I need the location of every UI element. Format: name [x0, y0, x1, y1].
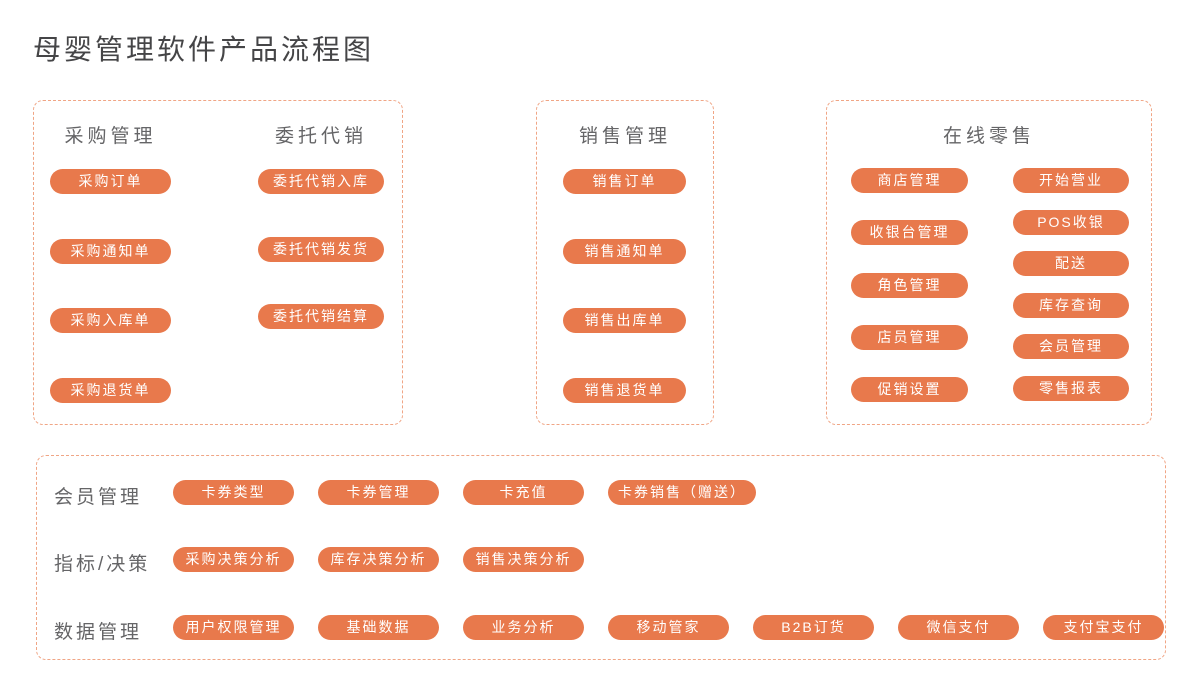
btn-store-management[interactable]: 商店管理: [851, 168, 968, 193]
btn-sales-outbound[interactable]: 销售出库单: [563, 308, 686, 334]
btn-consignment-inbound[interactable]: 委托代销入库: [258, 169, 384, 194]
btn-purchase-inbound[interactable]: 采购入库单: [50, 308, 171, 334]
btn-sales-return[interactable]: 销售退货单: [563, 377, 686, 403]
btn-promotion-settings[interactable]: 促销设置: [851, 377, 968, 402]
btn-wechat-pay[interactable]: 微信支付: [898, 615, 1019, 640]
btn-consignment-shipping[interactable]: 委托代销发货: [258, 236, 384, 262]
btn-consignment-settlement[interactable]: 委托代销结算: [258, 304, 384, 329]
panel-bottom: 会员管理 卡券类型 卡券管理 卡充值 卡券销售（赠送） 指标/决策 采购决策分析…: [36, 455, 1166, 660]
label-member-management: 会员管理: [54, 487, 143, 508]
btn-purchase-order[interactable]: 采购订单: [50, 169, 171, 194]
row-indicator-decision: 采购决策分析 库存决策分析 销售决策分析: [173, 547, 584, 572]
label-indicator-decision: 指标/决策: [54, 554, 151, 575]
btn-card-recharge[interactable]: 卡充值: [463, 480, 584, 505]
btn-business-analysis[interactable]: 业务分析: [463, 615, 584, 640]
btn-sales-notice[interactable]: 销售通知单: [563, 238, 686, 264]
page-title: 母婴管理软件产品流程图: [33, 34, 375, 65]
btn-start-business[interactable]: 开始营业: [1013, 168, 1129, 193]
btn-sales-decision-analysis[interactable]: 销售决策分析: [463, 547, 584, 572]
btn-member-management-retail[interactable]: 会员管理: [1013, 334, 1129, 360]
btn-mobile-manager[interactable]: 移动管家: [608, 615, 729, 640]
btn-purchase-decision-analysis[interactable]: 采购决策分析: [173, 547, 294, 572]
column-sales: 销售订单 销售通知单 销售出库单 销售退货单: [563, 169, 686, 403]
column-purchase: 采购订单 采购通知单 采购入库单 采购退货单: [50, 169, 171, 403]
btn-user-permission-management[interactable]: 用户权限管理: [173, 615, 294, 640]
btn-card-sale-gift[interactable]: 卡券销售（赠送）: [608, 480, 756, 505]
btn-inventory-query[interactable]: 库存查询: [1013, 292, 1129, 318]
panel-purchase-consignment: 采购管理 委托代销 采购订单 采购通知单 采购入库单 采购退货单 委托代销入库 …: [33, 100, 403, 425]
header-sales: 销售管理: [578, 126, 671, 147]
column-retail-left: 商店管理 收银台管理 角色管理 店员管理 促销设置: [851, 168, 968, 402]
btn-b2b-ordering[interactable]: B2B订货: [753, 615, 874, 640]
header-purchase: 采购管理: [64, 126, 157, 147]
btn-clerk-management[interactable]: 店员管理: [851, 324, 968, 350]
btn-card-type[interactable]: 卡券类型: [173, 480, 294, 505]
btn-cashier-desk-management[interactable]: 收银台管理: [851, 220, 968, 246]
btn-purchase-notice[interactable]: 采购通知单: [50, 238, 171, 264]
panel-sales: 销售管理 销售订单 销售通知单 销售出库单 销售退货单: [536, 100, 714, 425]
header-consignment: 委托代销: [274, 126, 367, 147]
btn-alipay-pay[interactable]: 支付宝支付: [1043, 615, 1164, 640]
column-retail-right: 开始营业 POS收银 配送 库存查询 会员管理 零售报表: [1013, 168, 1129, 401]
btn-pos-cashier[interactable]: POS收银: [1013, 209, 1129, 235]
btn-role-management[interactable]: 角色管理: [851, 272, 968, 298]
btn-card-management[interactable]: 卡券管理: [318, 480, 439, 505]
header-online-retail: 在线零售: [942, 126, 1035, 147]
row-member-management: 卡券类型 卡券管理 卡充值 卡券销售（赠送）: [173, 480, 756, 505]
btn-basic-data[interactable]: 基础数据: [318, 615, 439, 640]
btn-delivery[interactable]: 配送: [1013, 251, 1129, 277]
btn-inventory-decision-analysis[interactable]: 库存决策分析: [318, 547, 439, 572]
btn-purchase-return[interactable]: 采购退货单: [50, 377, 171, 403]
panel-online-retail: 在线零售 商店管理 收银台管理 角色管理 店员管理 促销设置 开始营业 POS收…: [826, 100, 1152, 425]
label-data-management: 数据管理: [54, 622, 143, 643]
btn-sales-order[interactable]: 销售订单: [563, 169, 686, 194]
row-data-management: 用户权限管理 基础数据 业务分析 移动管家 B2B订货 微信支付 支付宝支付: [173, 615, 1164, 640]
column-consignment: 委托代销入库 委托代销发货 委托代销结算: [258, 169, 384, 329]
btn-retail-report[interactable]: 零售报表: [1013, 375, 1129, 401]
